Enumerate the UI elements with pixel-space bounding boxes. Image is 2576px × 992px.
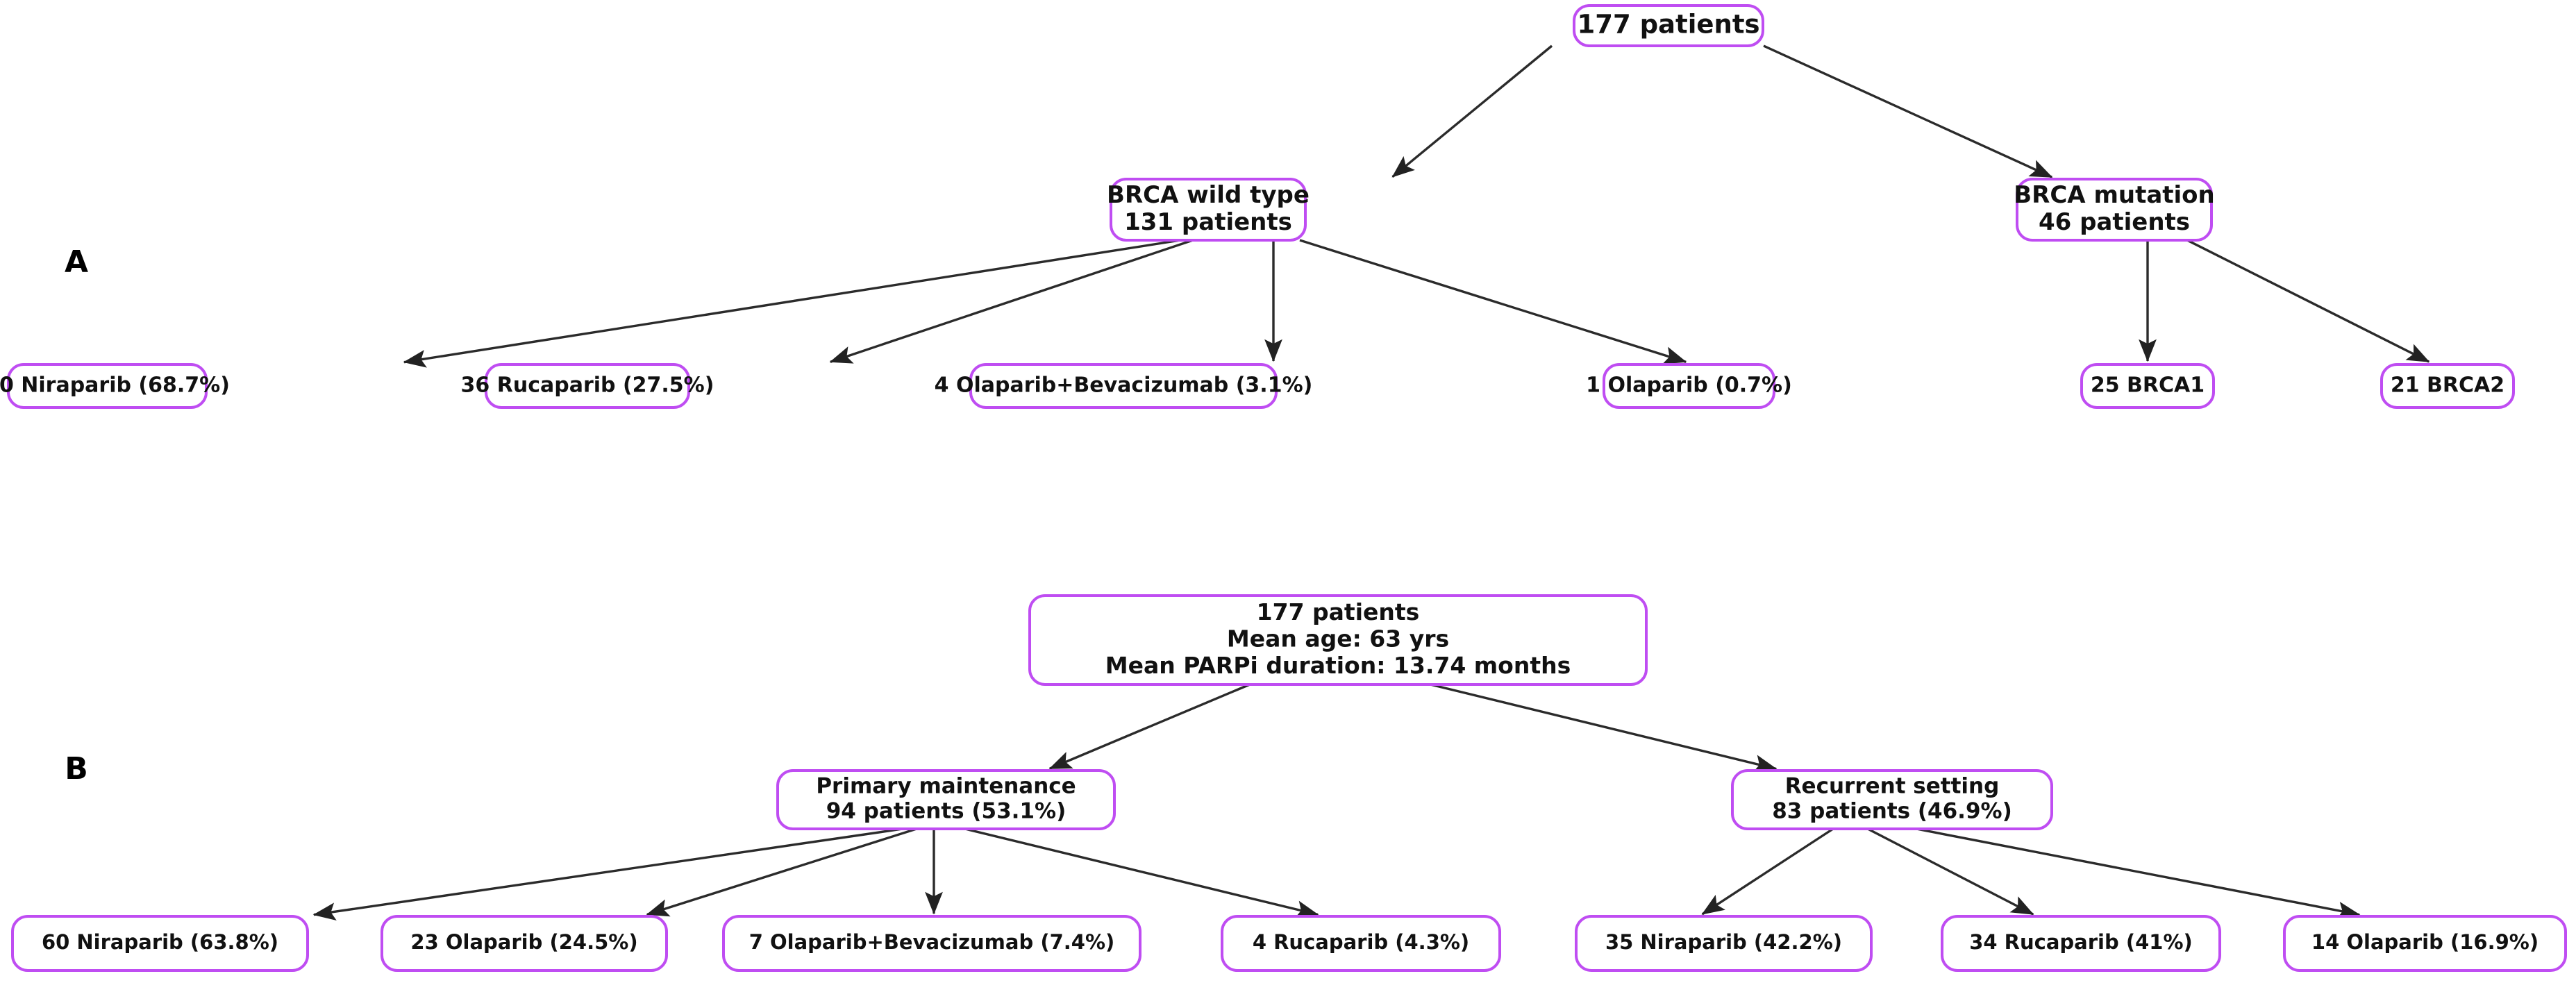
recurrent-setting-node-text-line-1: 83 patients (46.9%) <box>1772 798 2012 823</box>
brca-wild-type-node-border <box>1110 178 1307 242</box>
cohort-summary-node-text-line-1: Mean age: 63 yrs <box>1227 625 1449 653</box>
rucaparib-recurrent-node: 34 Rucaparib (41%) <box>1941 915 2221 972</box>
brca1-node: 25 BRCA1 <box>2080 363 2215 409</box>
olaparib-bevacizumab-primary-node-text-line-0: 7 Olaparib+Bevacizumab (7.4%) <box>749 930 1115 954</box>
olaparib-bevacizumab-wildtype-node-border <box>969 363 1278 409</box>
cohort-summary-node-text-line-2: Mean PARPi duration: 13.74 months <box>1105 652 1571 679</box>
brca2-node: 21 BRCA2 <box>2380 363 2515 409</box>
edge-primary-to-ola23 <box>646 827 917 917</box>
edge-recurrent-to-ola14 <box>1916 827 2361 920</box>
olaparib-bevacizumab-wildtype-node: 4 Olaparib+Bevacizumab (3.1%) <box>935 363 1313 409</box>
primary-maintenance-node-border <box>776 769 1116 830</box>
olaparib-wildtype-node-border <box>1603 363 1775 409</box>
brca2-node-text-line-0: 21 BRCA2 <box>2391 373 2504 398</box>
niraparib-wildtype-node-border <box>7 363 208 409</box>
recurrent-setting-node-border <box>1731 769 2053 830</box>
niraparib-wildtype-node: 90 Niraparib (68.7%) <box>0 363 230 409</box>
olaparib-recurrent-node: 14 Olaparib (16.9%) <box>2283 915 2567 972</box>
cohort-summary-node-border <box>1028 594 1648 686</box>
edge-cohort-to-recurrent <box>1430 683 1778 773</box>
niraparib-primary-node: 60 Niraparib (63.8%) <box>11 915 309 972</box>
rucaparib-recurrent-node-text-line-0: 34 Rucaparib (41%) <box>1969 930 2193 954</box>
olaparib-primary-node-border <box>380 915 668 972</box>
brca-mutation-node-border <box>2016 178 2213 242</box>
niraparib-primary-node-border <box>11 915 309 972</box>
niraparib-wildtype-node-text-line-0: 90 Niraparib (68.7%) <box>0 373 230 398</box>
rucaparib-primary-node-text-line-0: 4 Rucaparib (4.3%) <box>1253 930 1469 954</box>
edge-root-to-mutation <box>1763 44 2053 178</box>
edge-mutation-to-brca2 <box>2186 239 2430 363</box>
niraparib-recurrent-node-border <box>1575 915 1873 972</box>
olaparib-bevacizumab-primary-node-border <box>722 915 1141 972</box>
total-patients-node: 177 patients <box>1573 4 1764 47</box>
rucaparib-wildtype-node: 36 Rucaparib (27.5%) <box>461 363 714 409</box>
rucaparib-wildtype-node-border <box>485 363 690 409</box>
brca1-node-border <box>2080 363 2215 409</box>
edge-cohort-to-primary <box>1048 683 1251 770</box>
olaparib-primary-node-text-line-0: 23 Olaparib (24.5%) <box>410 930 637 954</box>
cohort-summary-node-text-line-0: 177 patients <box>1257 598 1420 625</box>
edge-primary-to-nir60 <box>312 827 903 920</box>
brca2-node-border <box>2380 363 2515 409</box>
edge-recurrent-to-ruc34 <box>1867 827 2034 916</box>
primary-maintenance-node-text-line-0: Primary maintenance <box>816 774 1076 799</box>
total-patients-node-text-line-0: 177 patients <box>1577 10 1759 40</box>
niraparib-recurrent-node: 35 Niraparib (42.2%) <box>1575 915 1873 972</box>
edges-layer <box>312 44 2430 920</box>
brca-mutation-node-text-line-0: BRCA mutation <box>2014 181 2215 209</box>
olaparib-bevacizumab-primary-node: 7 Olaparib+Bevacizumab (7.4%) <box>722 915 1141 972</box>
rucaparib-primary-node: 4 Rucaparib (4.3%) <box>1221 915 1501 972</box>
panel-label-a: A <box>65 244 88 280</box>
brca-wild-type-node-text-line-0: BRCA wild type <box>1107 181 1310 209</box>
panel-label-b: B <box>65 751 88 787</box>
brca1-node-text-line-0: 25 BRCA1 <box>2091 373 2205 398</box>
edge-wildtype-to-rucaparib <box>829 239 1194 364</box>
olaparib-primary-node: 23 Olaparib (24.5%) <box>380 915 668 972</box>
edge-root-to-wildtype <box>1391 44 1553 178</box>
primary-maintenance-node-text-line-1: 94 patients (53.1%) <box>826 798 1067 823</box>
total-patients-node-border <box>1573 4 1764 47</box>
recurrent-setting-node-text-line-0: Recurrent setting <box>1785 774 2000 799</box>
panel-letters-layer: AB <box>65 244 88 787</box>
rucaparib-recurrent-node-border <box>1941 915 2221 972</box>
edge-primary-to-ruc4 <box>964 827 1319 918</box>
niraparib-primary-node-text-line-0: 60 Niraparib (63.8%) <box>42 930 278 954</box>
brca-wild-type-node-text-line-1: 131 patients <box>1124 208 1292 236</box>
olaparib-recurrent-node-border <box>2283 915 2567 972</box>
brca-mutation-node-text-line-1: 46 patients <box>2039 208 2190 236</box>
edge-wildtype-to-olaparib <box>1299 239 1687 364</box>
olaparib-recurrent-node-text-line-0: 14 Olaparib (16.9%) <box>2311 930 2539 954</box>
rucaparib-primary-node-border <box>1221 915 1501 972</box>
olaparib-bevacizumab-wildtype-node-text-line-0: 4 Olaparib+Bevacizumab (3.1%) <box>935 373 1313 398</box>
edge-recurrent-to-nir35 <box>1701 827 1834 916</box>
rucaparib-wildtype-node-text-line-0: 36 Rucaparib (27.5%) <box>461 373 714 398</box>
olaparib-wildtype-node-text-line-0: 1 Olaparib (0.7%) <box>1586 373 1792 398</box>
olaparib-wildtype-node: 1 Olaparib (0.7%) <box>1586 363 1792 409</box>
edge-wildtype-to-niraparib <box>403 239 1181 368</box>
niraparib-recurrent-node-text-line-0: 35 Niraparib (42.2%) <box>1605 930 1842 954</box>
